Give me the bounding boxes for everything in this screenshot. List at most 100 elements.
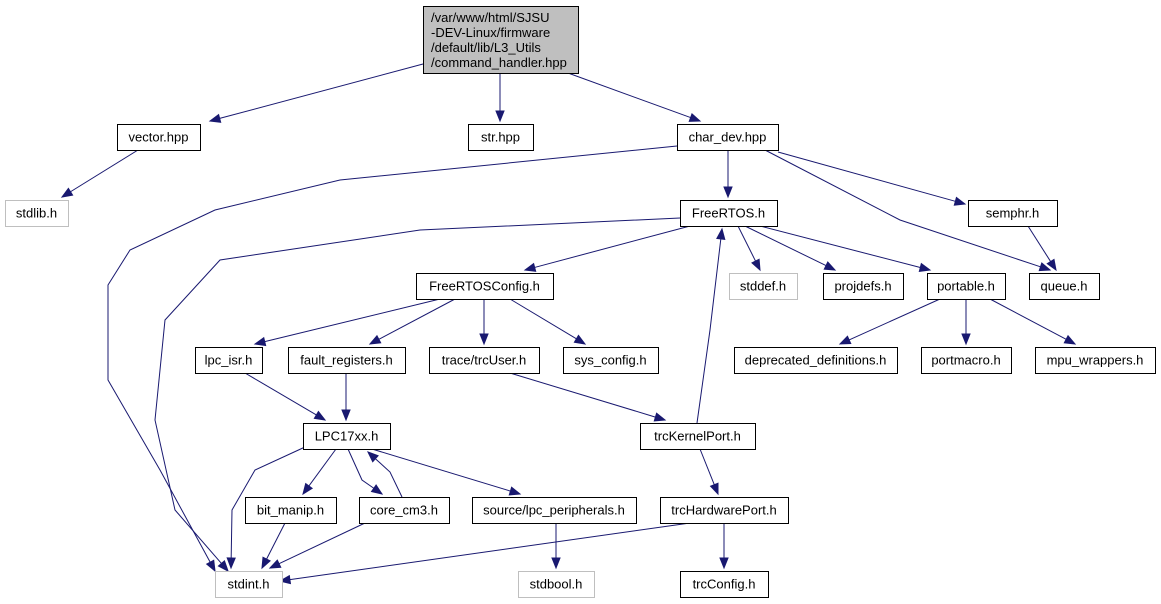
edge-arrowhead [653, 412, 667, 422]
edge-portable-to-portmacro [961, 299, 971, 346]
edge-arrowhead [953, 196, 967, 206]
edge-line [509, 372, 656, 418]
node-box [680, 200, 778, 227]
node-box [680, 571, 769, 598]
node-trchw[interactable]: trcHardwarePort.h [660, 497, 789, 524]
edge-line [107, 145, 678, 563]
node-faultreg[interactable]: fault_registers.h [288, 347, 406, 374]
edge-freertos-to-frconfig [523, 225, 691, 272]
edge-freertos-to-stdint [154, 217, 681, 573]
node-root[interactable]: /var/www/html/SJSU-DEV-Linux/firmware/de… [423, 6, 579, 74]
edge-arrowhead [261, 556, 271, 570]
node-box [734, 347, 898, 374]
root-label-line: /command_handler.hpp [431, 55, 567, 70]
node-portable[interactable]: portable.h [927, 273, 1006, 300]
node-box [472, 497, 637, 524]
edge-frconfig-to-lpcisr [253, 298, 441, 347]
node-lpc17xx[interactable]: LPC17xx.h [303, 423, 391, 450]
edge-root-to-vector [208, 63, 424, 123]
node-label: LPC17xx.h [315, 429, 379, 444]
edge-line [378, 298, 456, 340]
node-box [423, 6, 579, 74]
edge-arrowhead [60, 187, 74, 198]
node-freertos[interactable]: FreeRTOS.h [680, 200, 778, 227]
node-box [1035, 347, 1156, 374]
node-box [660, 497, 789, 524]
edge-frconfig-to-faultreg [368, 298, 456, 345]
node-label: bit_manip.h [257, 503, 324, 518]
node-box [677, 124, 779, 151]
node-bitmanip[interactable]: bit_manip.h [245, 497, 337, 524]
node-label: stddef.h [740, 279, 786, 294]
node-trckernel[interactable]: trcKernelPort.h [640, 423, 756, 450]
node-corecm3[interactable]: core_cm3.h [359, 497, 450, 524]
node-label: lpc_isr.h [205, 353, 253, 368]
edge-line [347, 448, 375, 489]
edge-arrowhead [1038, 262, 1052, 272]
node-label: deprecated_definitions.h [745, 353, 887, 368]
node-vector[interactable]: vector.hpp [117, 124, 201, 151]
edge-arrowhead [961, 333, 971, 346]
node-label: sys_config.h [574, 353, 646, 368]
edge-freertos-to-portable [759, 225, 932, 272]
node-semphr[interactable]: semphr.h [968, 200, 1058, 227]
edge-arrowhead [723, 186, 733, 199]
node-queue[interactable]: queue.h [1029, 273, 1100, 300]
node-box [5, 200, 69, 227]
edge-line [759, 225, 921, 268]
edge-arrowhead [205, 559, 216, 573]
edge-line [154, 217, 681, 564]
edge-portable-to-mpuwrap [989, 298, 1077, 345]
edge-frconfig-to-sysconfig [509, 298, 587, 345]
node-label: queue.h [1041, 279, 1088, 294]
node-trcuser[interactable]: trace/trcUser.h [429, 347, 540, 374]
node-lpcisr[interactable]: lpc_isr.h [195, 347, 263, 374]
edge-arrowhead [709, 482, 719, 496]
edge-arrowhead [367, 451, 379, 463]
edge-line [70, 149, 139, 193]
edge-arrowhead [479, 333, 489, 346]
node-box [468, 124, 534, 151]
edge-arrowhead [918, 262, 932, 272]
edge-arrowhead [523, 262, 537, 272]
edge-arrowhead [208, 113, 222, 123]
node-box [927, 273, 1006, 300]
node-label: semphr.h [986, 206, 1039, 221]
node-chardev[interactable]: char_dev.hpp [677, 124, 779, 151]
node-label: FreeRTOS.h [692, 206, 765, 221]
node-box [416, 273, 554, 300]
edge-line [848, 298, 941, 341]
node-label: trcHardwarePort.h [671, 503, 776, 518]
node-trcconfig[interactable]: trcConfig.h [680, 571, 769, 598]
node-box [518, 571, 595, 598]
node-label: str.hpp [481, 130, 520, 145]
node-mpuwrap[interactable]: mpu_wrappers.h [1035, 347, 1156, 374]
node-box [359, 497, 450, 524]
edge-arrowhead [1063, 334, 1077, 345]
node-str[interactable]: str.hpp [468, 124, 534, 151]
edge-frconfig-to-trcuser [479, 299, 489, 346]
node-box [1029, 273, 1100, 300]
node-portmacro[interactable]: portmacro.h [921, 347, 1012, 374]
edge-line [244, 372, 317, 416]
node-box [968, 200, 1058, 227]
edge-corecm3-to-lpc17xx [367, 451, 403, 498]
edge-arrowhead [217, 559, 229, 573]
edge-arrowhead [751, 258, 761, 272]
edge-arrowhead [302, 482, 314, 496]
edge-trckernel-to-freertos [696, 227, 726, 424]
edge-arrowhead [508, 486, 522, 496]
edges-layer [60, 63, 1077, 585]
node-label: char_dev.hpp [689, 130, 767, 145]
node-lpcperiph[interactable]: source/lpc_peripherals.h [472, 497, 637, 524]
node-projdefs[interactable]: projdefs.h [823, 273, 904, 300]
edge-arrowhead [719, 557, 729, 570]
node-label: projdefs.h [834, 279, 891, 294]
node-deprecated[interactable]: deprecated_definitions.h [734, 347, 898, 374]
edge-line [371, 448, 511, 492]
node-sysconfig[interactable]: sys_config.h [563, 347, 659, 374]
edge-arrowhead [838, 335, 852, 345]
node-label: vector.hpp [129, 130, 189, 145]
node-frconfig[interactable]: FreeRTOSConfig.h [416, 273, 554, 300]
